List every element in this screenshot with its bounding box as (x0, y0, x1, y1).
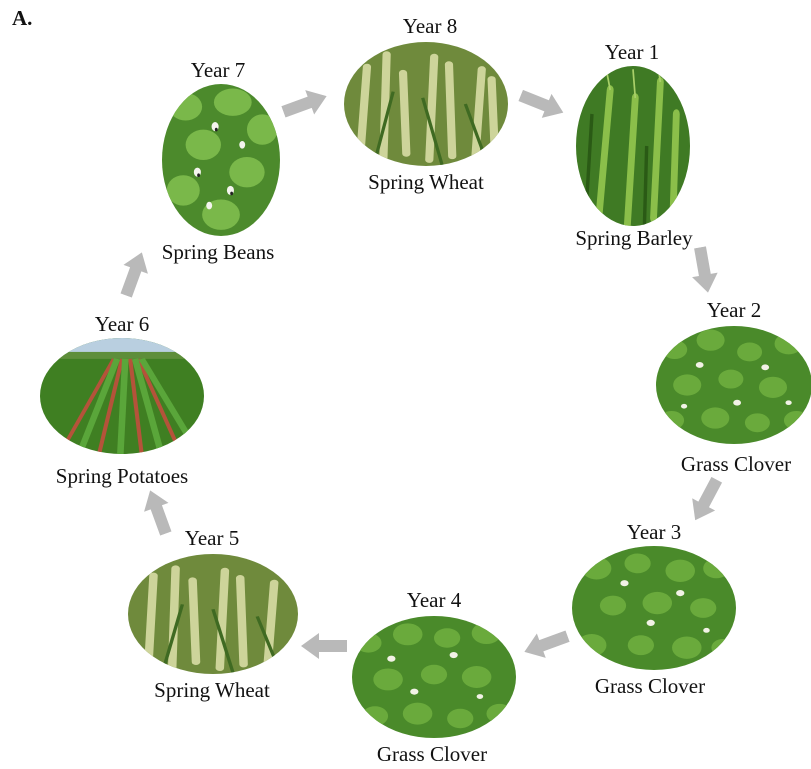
arrow-icon (301, 633, 347, 659)
arrow-icon (516, 83, 568, 124)
year-label: Year 1 (605, 42, 659, 63)
crop-label: Grass Clover (377, 744, 487, 765)
crop-label: Spring Beans (162, 242, 275, 263)
crop-label: Spring Wheat (368, 172, 484, 193)
year-label: Year 8 (403, 16, 457, 37)
wheat-image (344, 42, 508, 166)
year-label: Year 6 (95, 314, 149, 335)
crop-label: Spring Wheat (154, 680, 270, 701)
year-label: Year 7 (191, 60, 245, 81)
year-label: Year 3 (627, 522, 681, 543)
crop-label: Spring Potatoes (56, 466, 188, 487)
potato-field-image (40, 338, 204, 454)
beans-image (162, 84, 280, 236)
crop-label: Spring Barley (575, 228, 692, 249)
year-label: Year 5 (185, 528, 239, 549)
arrow-icon (114, 248, 154, 300)
arrow-icon (684, 474, 729, 527)
wheat-image (128, 554, 298, 674)
arrow-icon (279, 84, 331, 124)
year-label: Year 4 (407, 590, 461, 611)
year-label: Year 2 (707, 300, 761, 321)
clover-image (656, 326, 811, 444)
barley-image (576, 66, 690, 226)
crop-label: Grass Clover (681, 454, 791, 475)
arrow-icon (138, 486, 178, 538)
crop-label: Grass Clover (595, 676, 705, 697)
arrow-icon (687, 245, 721, 295)
clover-image (352, 616, 516, 738)
clover-image (572, 546, 736, 670)
panel-label: A. (12, 6, 32, 31)
arrow-icon (520, 624, 572, 664)
